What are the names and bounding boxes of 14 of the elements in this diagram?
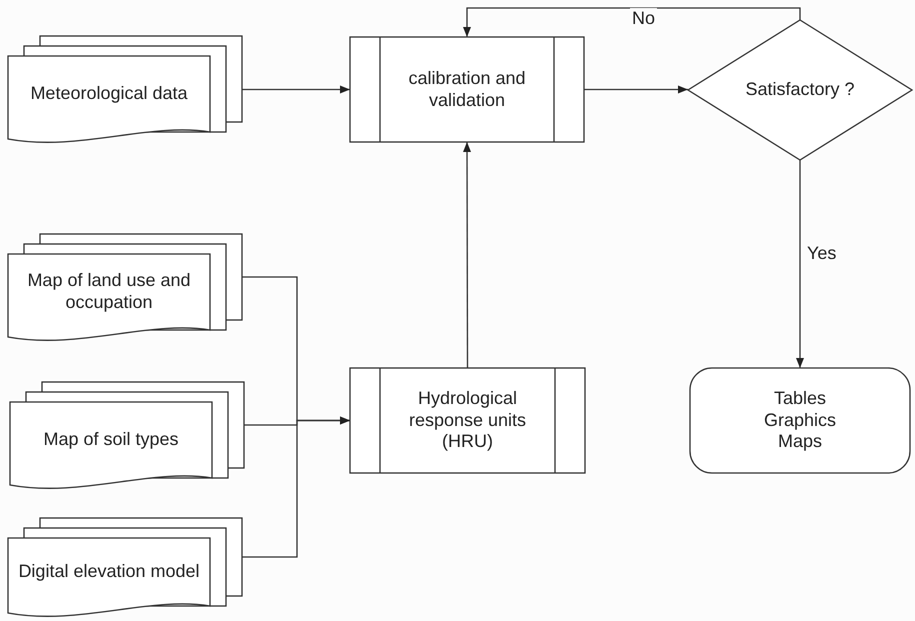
- process-label: calibration and validation: [407, 68, 527, 112]
- arrow: [242, 416, 350, 558]
- arrow: [463, 142, 472, 368]
- output-label: Tables Graphics Maps: [762, 388, 838, 453]
- process-label: Hydrological response units (HRU): [408, 388, 528, 453]
- arrow: [796, 160, 804, 368]
- arrow: [242, 86, 350, 94]
- document-label: Map of land use and occupation: [26, 270, 192, 314]
- document-label: Map of soil types: [43, 429, 179, 451]
- arrow: [584, 86, 688, 94]
- document-label: Meteorological data: [30, 83, 188, 105]
- arrow: [463, 7, 801, 37]
- decision-label: Satisfactory ?: [745, 79, 855, 101]
- document-label: Digital elevation model: [18, 561, 200, 583]
